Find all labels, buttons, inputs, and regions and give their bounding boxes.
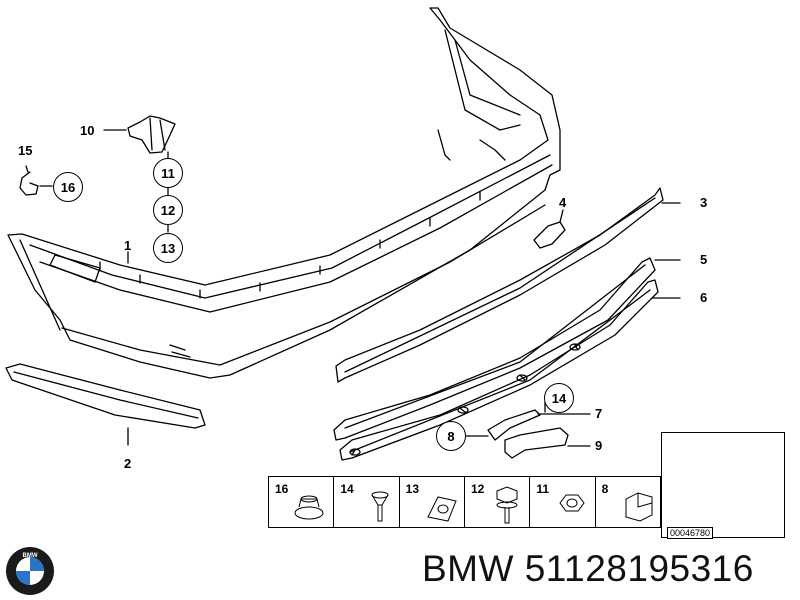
svg-text:BMW: BMW — [23, 553, 38, 559]
reinforcement-strip-5 — [333, 257, 656, 441]
callout-2: 2 — [124, 456, 132, 471]
nut-icon — [294, 495, 324, 520]
part-number-caption: BMW 51128195316 — [422, 548, 754, 590]
hw-cell: 13 — [400, 477, 465, 527]
callout-circle-13: 13 — [153, 233, 183, 263]
hardware-table: 16 14 13 12 11 8 — [268, 476, 661, 528]
callout-circle-14: 14 — [544, 383, 574, 413]
hw-cell-number: 13 — [405, 482, 420, 496]
clip-nut-icon — [426, 496, 457, 522]
callout-3: 3 — [700, 195, 708, 210]
bolt-icon — [496, 486, 518, 524]
callout-10: 10 — [80, 123, 95, 138]
clip-9 — [504, 427, 569, 459]
callout-1: 1 — [124, 238, 132, 253]
screw-icon — [371, 491, 389, 522]
bumper-cover — [7, 7, 561, 379]
callout-circle-16: 16 — [53, 172, 83, 202]
vehicle-thumbnail — [661, 432, 785, 538]
hw-cell: 16 — [269, 477, 335, 527]
callout-15: 15 — [18, 143, 33, 158]
diagram-code: 00046780 — [667, 527, 714, 539]
hw-cell: 11 — [530, 477, 596, 527]
callout-9: 9 — [595, 438, 603, 453]
hw-cell-number: 16 — [275, 482, 289, 496]
lower-trim-strip — [5, 363, 206, 429]
hw-cell-number: 14 — [340, 482, 354, 496]
hw-cell-number: 8 — [601, 482, 609, 496]
hw-cell-number: 11 — [536, 482, 549, 496]
callout-4: 4 — [559, 195, 567, 210]
reinforcement-strip-6 — [339, 279, 659, 461]
hw-cell: 14 — [334, 477, 400, 527]
callout-circle-11: 11 — [153, 158, 183, 188]
bmw-logo-icon: BMW — [6, 547, 54, 595]
hw-cell-number: 12 — [470, 482, 485, 496]
retainer-clip-icon — [625, 492, 653, 522]
callout-7: 7 — [595, 406, 603, 421]
hex-nut-icon — [559, 494, 585, 512]
trim-strip-3 — [335, 187, 664, 383]
hw-cell: 12 — [465, 477, 531, 527]
part-number: 51128195316 — [524, 548, 754, 589]
callout-6: 6 — [700, 290, 708, 305]
tow-hook-cap — [533, 221, 566, 249]
clip-15 — [19, 171, 39, 196]
mounting-bracket — [127, 115, 176, 154]
clip-7 — [487, 409, 541, 441]
hw-cell: 8 — [596, 477, 660, 527]
callout-circle-8: 8 — [436, 421, 466, 451]
callout-circle-12: 12 — [153, 195, 183, 225]
brand-name: BMW — [422, 548, 514, 589]
callout-5: 5 — [700, 252, 708, 267]
